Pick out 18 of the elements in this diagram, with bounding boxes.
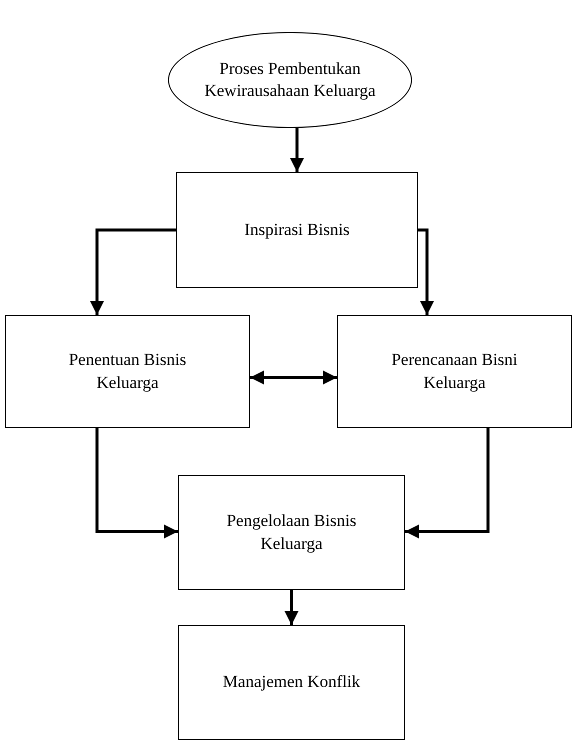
node-label: Penentuan Bisnis Keluarga	[68, 349, 188, 394]
arrow	[405, 428, 490, 538]
process-box	[176, 172, 418, 288]
arrow	[90, 228, 176, 315]
node-label: Pengelolaan Bisnis Keluarga	[226, 510, 358, 555]
arrow	[284, 590, 298, 625]
node-label: Inspirasi Bisnis	[244, 218, 350, 241]
arrow	[290, 128, 304, 172]
arrow	[418, 228, 434, 315]
node-label: Perencanaan Bisni Keluarga	[390, 349, 519, 394]
process-box	[5, 315, 250, 428]
process-box	[337, 315, 572, 428]
process-box	[178, 625, 405, 740]
node-label: Manajemen Konflik	[222, 671, 360, 694]
process-box	[178, 475, 405, 590]
node-label: Proses Pembentukan Kewirausahaan Keluarga	[203, 58, 377, 102]
arrow	[250, 370, 337, 384]
arrow	[96, 428, 178, 538]
